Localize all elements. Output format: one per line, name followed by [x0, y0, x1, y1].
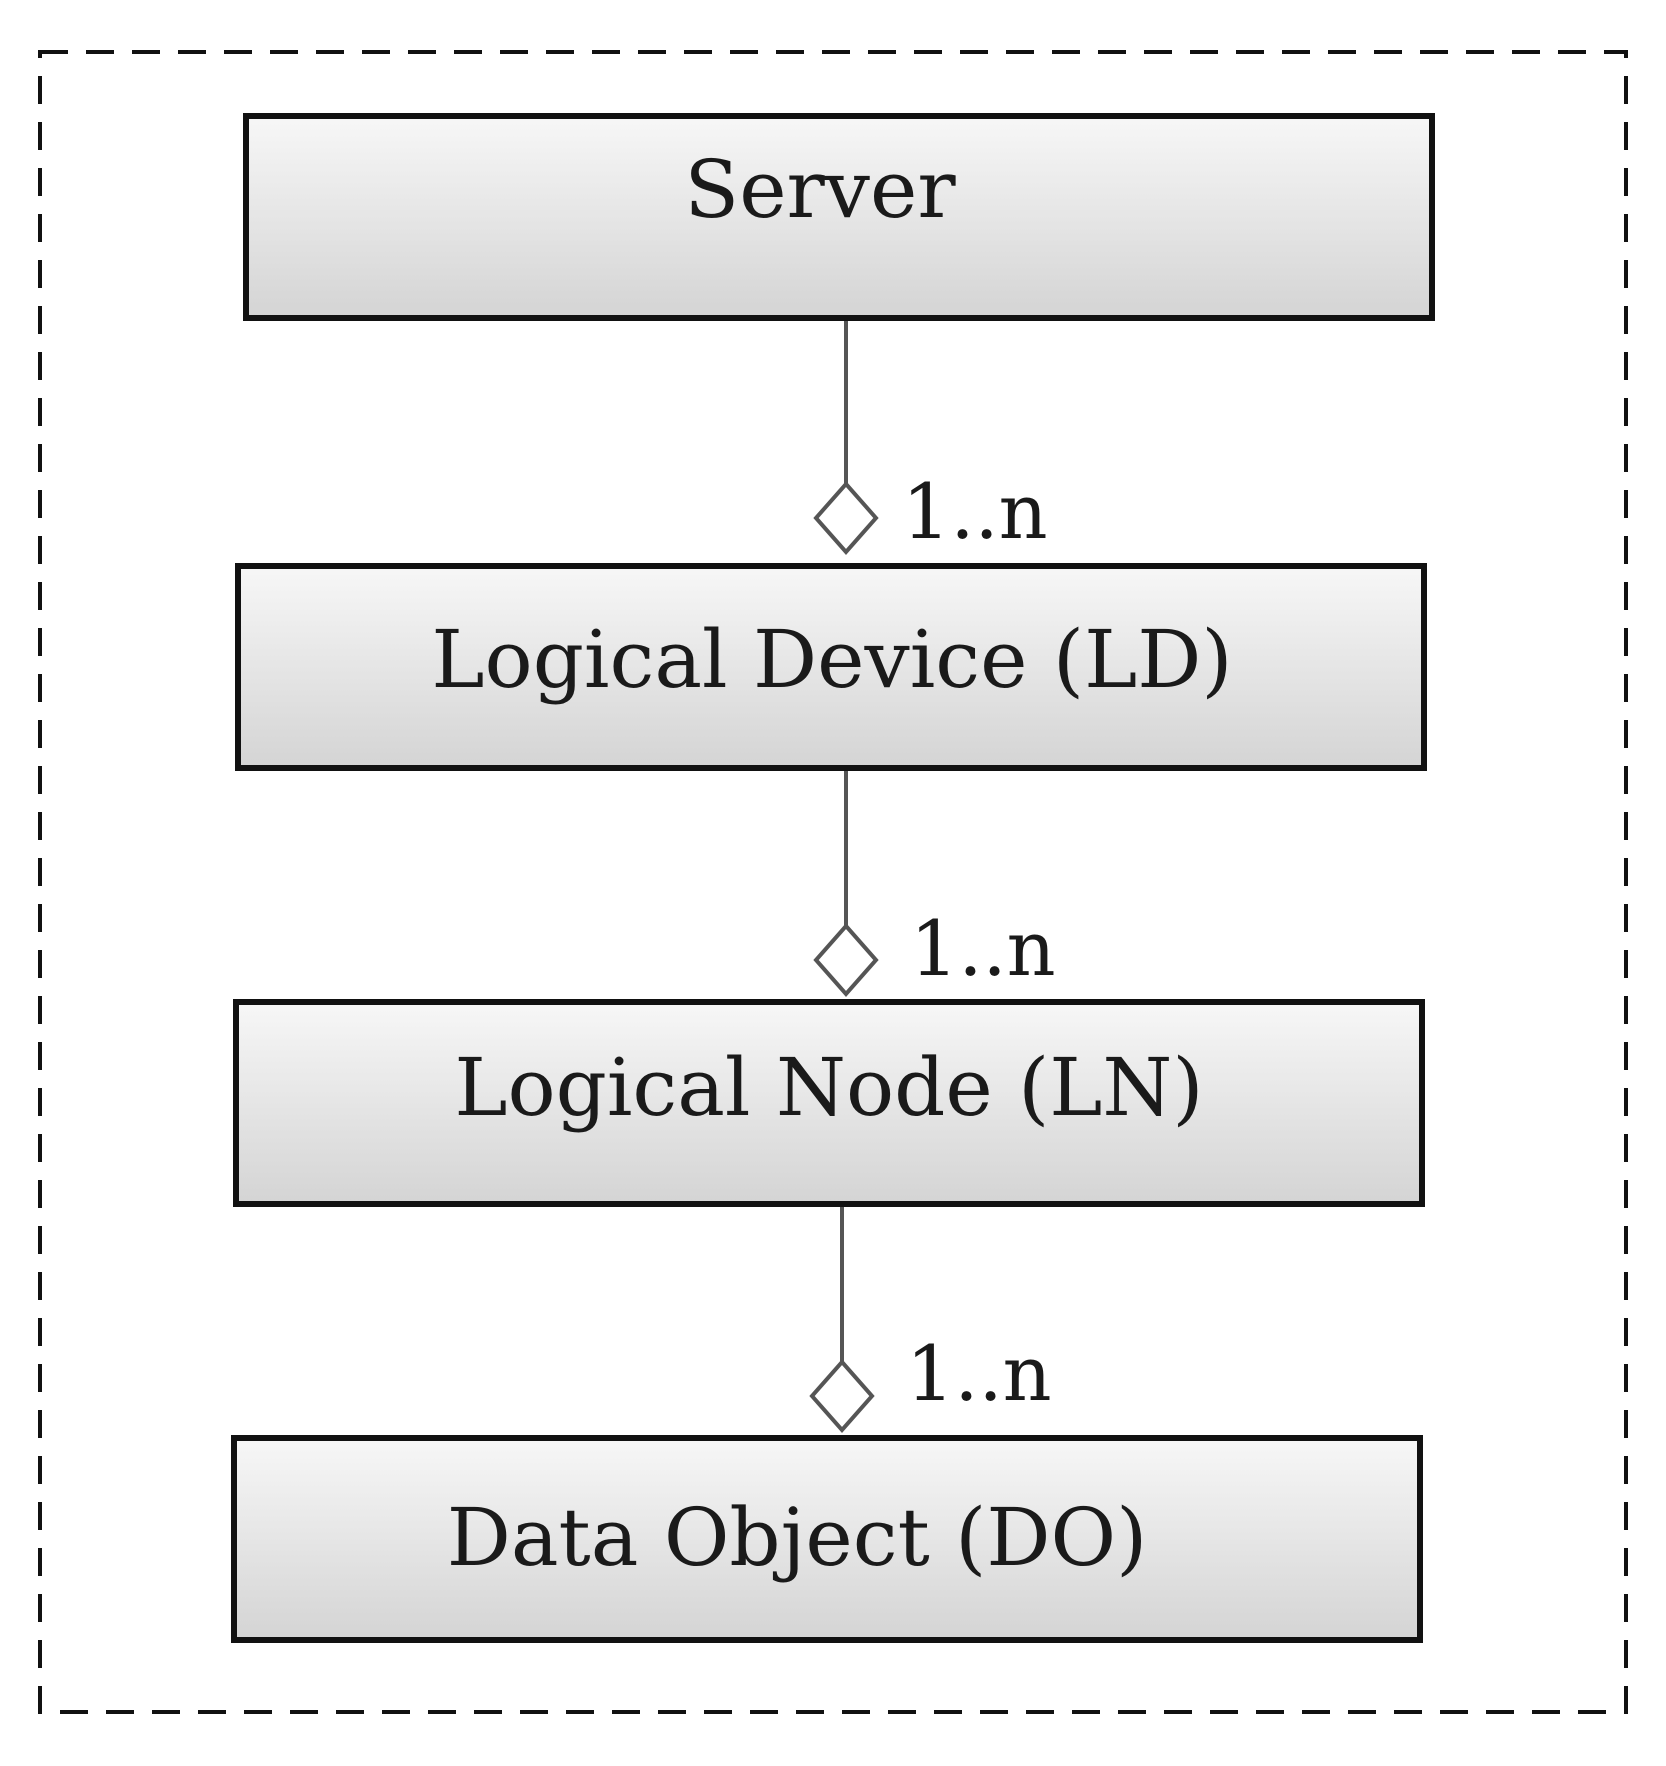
multiplicity-label: 1..n [910, 904, 1056, 993]
node-server: Server [243, 113, 1435, 321]
dashed-frame [38, 50, 1628, 1714]
aggregation-diamond-icon [813, 480, 879, 556]
node-box [231, 1435, 1423, 1643]
node-box [235, 563, 1427, 771]
node-label: Data Object (DO) [447, 1491, 1148, 1584]
aggregation-diamond-icon [813, 922, 879, 998]
multiplicity-label: 1..n [906, 1329, 1052, 1418]
node-label: Logical Device (LD) [431, 613, 1232, 706]
node-logical-device: Logical Device (LD) [235, 563, 1427, 771]
node-label: Server [684, 143, 956, 236]
node-box [243, 113, 1435, 321]
node-logical-node: Logical Node (LN) [233, 999, 1425, 1207]
aggregation-diamond-icon [809, 1358, 875, 1434]
node-data-object: Data Object (DO) [231, 1435, 1423, 1643]
node-label: Logical Node (LN) [454, 1041, 1203, 1134]
multiplicity-label: 1..n [902, 467, 1048, 556]
node-box [233, 999, 1425, 1207]
